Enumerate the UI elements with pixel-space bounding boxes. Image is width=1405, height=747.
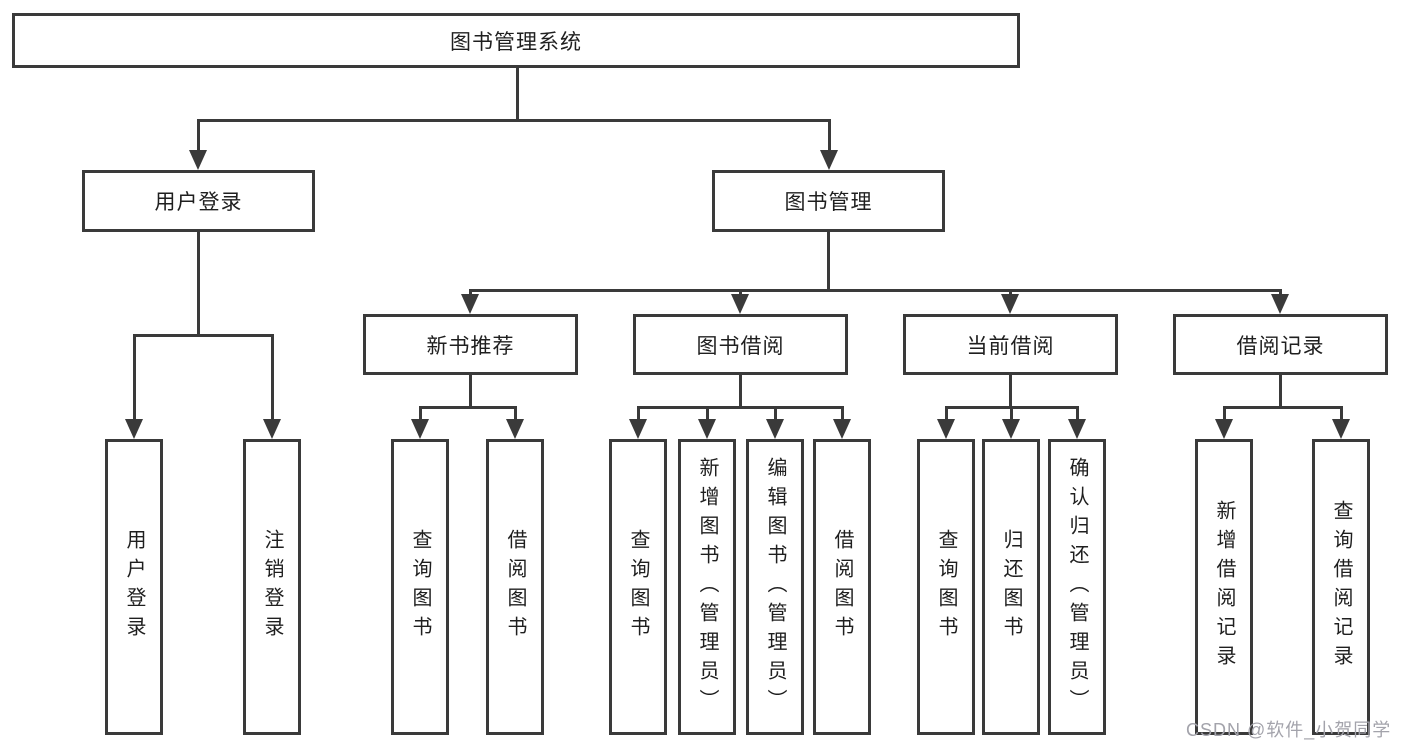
node-leaf-return-books: 归还图书 xyxy=(982,439,1040,735)
node-leaf-user-login: 用户登录 xyxy=(105,439,163,735)
edge-line xyxy=(1009,375,1012,408)
arrowhead xyxy=(937,419,955,439)
edge-line xyxy=(197,119,200,155)
edge-line xyxy=(1340,406,1343,422)
arrowhead xyxy=(698,419,716,439)
node-label: 编辑图书（管理员） xyxy=(764,456,786,718)
edge-line xyxy=(1279,375,1282,408)
edge-line xyxy=(739,375,742,408)
node-label: 确认归还（管理员） xyxy=(1066,456,1088,718)
arrowhead xyxy=(263,419,281,439)
edge-line xyxy=(774,406,777,422)
arrowhead xyxy=(125,419,143,439)
node-borrowing-records: 借阅记录 xyxy=(1173,314,1388,375)
node-new-book-recommend: 新书推荐 xyxy=(363,314,578,375)
edge-line xyxy=(516,68,519,121)
arrowhead xyxy=(766,419,784,439)
node-leaf-query-borrow-record: 查询借阅记录 xyxy=(1312,439,1370,735)
node-leaf-add-borrow-record: 新增借阅记录 xyxy=(1195,439,1253,735)
edge-line xyxy=(133,334,274,337)
arrowhead xyxy=(1215,419,1233,439)
edge-line xyxy=(827,232,830,291)
arrowhead xyxy=(833,419,851,439)
node-label: 注销登录 xyxy=(261,529,283,645)
node-current-borrowing: 当前借阅 xyxy=(903,314,1118,375)
arrowhead xyxy=(1271,294,1289,314)
node-label: 查询借阅记录 xyxy=(1330,500,1352,674)
node-label: 查询图书 xyxy=(935,529,957,645)
edge-line xyxy=(197,232,200,336)
node-label: 图书管理 xyxy=(784,191,873,214)
arrowhead xyxy=(461,294,479,314)
arrowhead xyxy=(1068,419,1086,439)
arrowhead xyxy=(820,150,838,170)
arrowhead xyxy=(629,419,647,439)
arrowhead xyxy=(1332,419,1350,439)
edge-line xyxy=(469,289,1282,292)
edge-line xyxy=(133,334,136,422)
edge-line xyxy=(419,406,422,422)
node-book-management: 图书管理 xyxy=(712,170,945,232)
node-label: 新增图书（管理员） xyxy=(696,456,718,718)
arrowhead xyxy=(731,294,749,314)
node-label: 新书推荐 xyxy=(426,334,515,358)
edge-line xyxy=(1010,406,1013,422)
node-library-management-system: 图书管理系统 xyxy=(12,13,1020,68)
node-label: 图书借阅 xyxy=(696,334,785,358)
node-label: 用户登录 xyxy=(123,529,145,645)
edge-line xyxy=(637,406,844,409)
node-leaf-borrow-books: 借阅图书 xyxy=(813,439,871,735)
edge-line xyxy=(271,334,274,422)
arrowhead xyxy=(1001,294,1019,314)
csdn-watermark: CSDN @软件_小贺同学 xyxy=(1186,720,1392,740)
node-leaf-query-books-borrowing: 查询图书 xyxy=(609,439,667,735)
node-user-login: 用户登录 xyxy=(82,170,315,232)
node-label: 新增借阅记录 xyxy=(1213,500,1235,674)
node-leaf-query-books-current: 查询图书 xyxy=(917,439,975,735)
edge-line xyxy=(1076,406,1079,422)
node-label: 当前借阅 xyxy=(966,334,1055,358)
node-label: 借阅图书 xyxy=(831,529,853,645)
node-leaf-add-books-admin: 新增图书（管理员） xyxy=(678,439,736,735)
node-label: 图书管理系统 xyxy=(450,30,582,54)
node-leaf-edit-books-admin: 编辑图书（管理员） xyxy=(746,439,804,735)
node-label: 借阅图书 xyxy=(504,529,526,645)
node-leaf-confirm-return-admin: 确认归还（管理员） xyxy=(1048,439,1106,735)
node-label: 查询图书 xyxy=(409,529,431,645)
node-label: 用户登录 xyxy=(154,191,243,214)
edge-line xyxy=(419,406,517,409)
edge-line xyxy=(1223,406,1226,422)
node-label: 借阅记录 xyxy=(1236,334,1325,358)
edge-line xyxy=(828,119,831,155)
node-label: 归还图书 xyxy=(1000,529,1022,645)
node-leaf-borrow-books-recommend: 借阅图书 xyxy=(486,439,544,735)
edge-line xyxy=(514,406,517,422)
edge-line xyxy=(945,406,948,422)
edge-line xyxy=(1223,406,1343,409)
edge-line xyxy=(706,406,709,422)
arrowhead xyxy=(506,419,524,439)
edge-line xyxy=(637,406,640,422)
edge-line xyxy=(469,375,472,408)
node-book-borrowing: 图书借阅 xyxy=(633,314,848,375)
node-leaf-query-books-recommend: 查询图书 xyxy=(391,439,449,735)
edge-line xyxy=(197,119,831,122)
edge-line xyxy=(841,406,844,422)
arrowhead xyxy=(189,150,207,170)
arrowhead xyxy=(1002,419,1020,439)
node-leaf-logout: 注销登录 xyxy=(243,439,301,735)
arrowhead xyxy=(411,419,429,439)
node-label: 查询图书 xyxy=(627,529,649,645)
